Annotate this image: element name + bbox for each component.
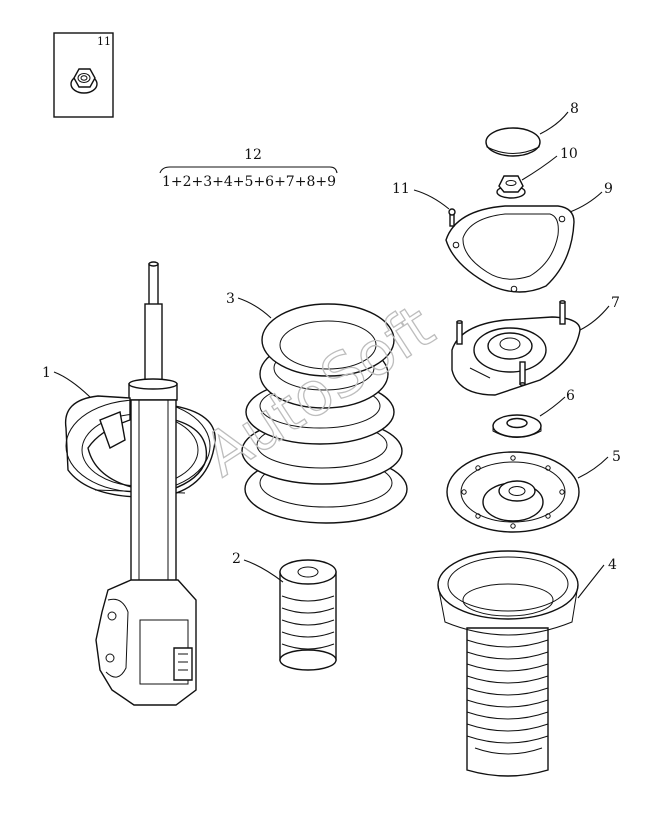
callout-5: 5 <box>577 449 621 479</box>
callout-11-label: 11 <box>392 181 410 197</box>
callout-7-label: 7 <box>611 295 620 311</box>
thrust-bearing-icon <box>492 414 542 438</box>
callout-6: 6 <box>539 388 575 417</box>
stud-nut-icon <box>448 208 456 227</box>
callout-5-label: 5 <box>612 449 621 465</box>
inset-label: 11 <box>97 35 111 48</box>
callout-4: 4 <box>577 557 617 599</box>
callout-1: 1 <box>42 365 91 398</box>
callout-9: 9 <box>569 181 613 213</box>
assembly-label: 12 1+2+3+4+5+6+7+8+9 <box>159 147 338 190</box>
coil-spring-icon <box>241 303 408 524</box>
callout-8-label: 8 <box>570 101 579 117</box>
callout-2: 2 <box>232 551 284 583</box>
assembly-number: 12 <box>244 147 262 163</box>
callout-11: 11 <box>392 181 450 210</box>
dust-cap-icon <box>485 127 541 157</box>
callout-3: 3 <box>226 291 272 319</box>
dust-boot-icon <box>437 550 579 777</box>
callout-7: 7 <box>579 295 620 331</box>
spring-upper-seat-icon <box>446 451 580 533</box>
callout-4-label: 4 <box>608 557 617 573</box>
flange-nut-icon <box>70 68 98 94</box>
callout-2-label: 2 <box>232 551 241 567</box>
strut-shock-absorber-icon <box>64 261 216 706</box>
bump-stop-icon <box>279 559 337 671</box>
inset-nut-box: 11 <box>53 32 114 118</box>
strut-mount-icon <box>451 300 581 396</box>
callout-10-label: 10 <box>560 146 578 162</box>
assembly-formula: 1+2+3+4+5+6+7+8+9 <box>162 174 336 190</box>
callout-6-label: 6 <box>566 388 575 404</box>
callout-9-label: 9 <box>604 181 613 197</box>
callout-3-label: 3 <box>226 291 235 307</box>
flange-nut-icon <box>496 175 526 199</box>
mount-gasket-icon <box>445 205 575 293</box>
callout-8: 8 <box>539 101 579 135</box>
callout-1-label: 1 <box>42 365 51 381</box>
callout-10: 10 <box>521 146 578 181</box>
